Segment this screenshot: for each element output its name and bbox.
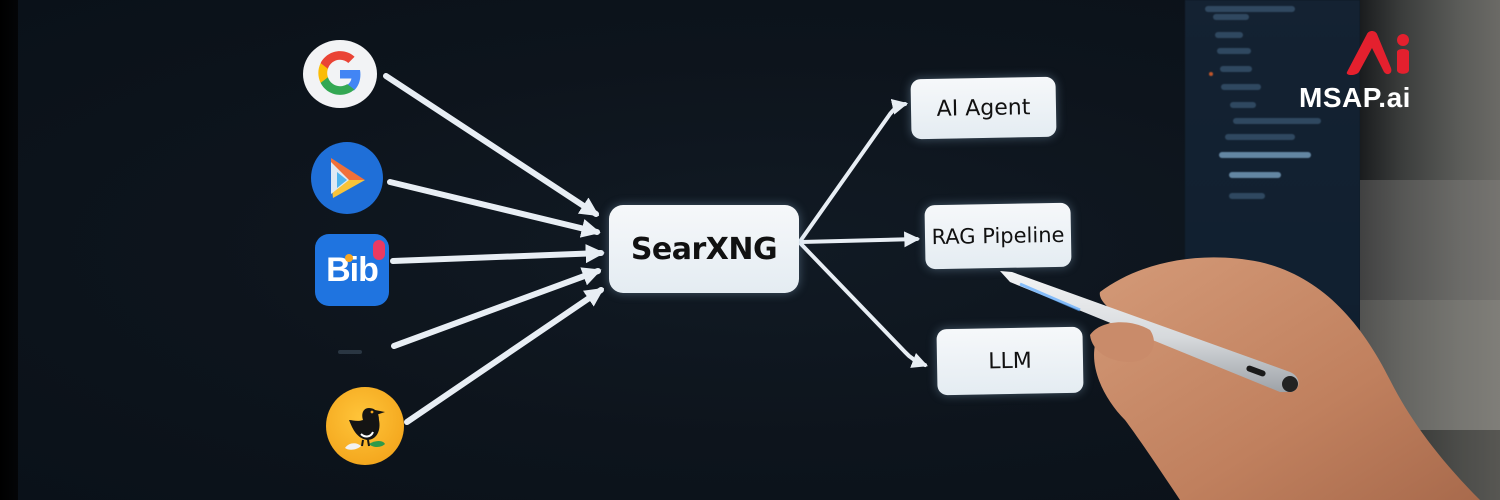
msap-logo-mark-icon — [1346, 31, 1409, 75]
arrow-bird-to-hub — [404, 287, 605, 425]
arrow-bib-to-hub — [390, 243, 605, 264]
hub-node-searxng: SearXNG — [609, 205, 799, 293]
source-bird — [326, 387, 404, 465]
i-dot — [345, 254, 353, 262]
hub-label: SearXNG — [630, 231, 778, 267]
arrow-hub-to-agent — [799, 98, 909, 242]
source-google — [303, 40, 377, 108]
google-g-icon — [318, 51, 361, 95]
arrow-hub-to-rag — [799, 231, 921, 248]
source-play — [311, 142, 383, 214]
source-bib: Bib — [315, 234, 389, 306]
arrow-blank-to-hub — [391, 267, 602, 349]
badge-dot — [373, 240, 385, 260]
stylus-button — [1246, 365, 1266, 377]
arrow-play-to-hub — [387, 179, 601, 238]
bird-icon — [345, 408, 385, 450]
source-blank — [338, 350, 362, 354]
arrow-google-to-hub — [383, 73, 600, 217]
stylus-cap — [1282, 376, 1298, 392]
play-triangle-icon — [331, 158, 365, 198]
stylus-glow — [1019, 282, 1081, 312]
msap-logo-text: MSAP.ai — [1299, 82, 1411, 113]
arrow-hub-to-llm — [799, 242, 928, 368]
thumb — [1090, 322, 1154, 362]
msap-logo: MSAP.ai — [1296, 28, 1466, 118]
